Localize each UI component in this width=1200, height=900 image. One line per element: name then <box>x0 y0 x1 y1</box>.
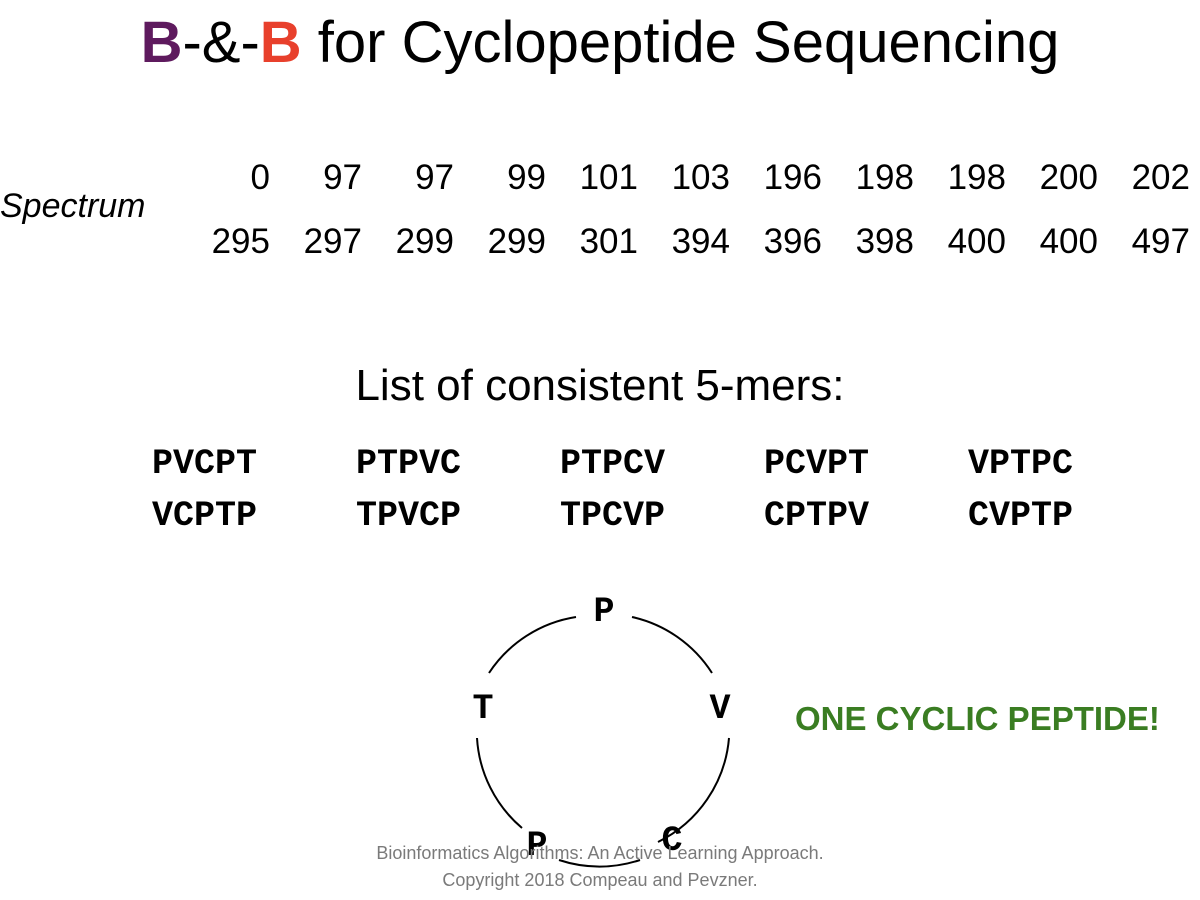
spectrum-value: 400 <box>1039 222 1098 261</box>
spectrum-value: 196 <box>763 158 822 197</box>
cycle-arc <box>631 616 713 674</box>
spectrum-value: 101 <box>579 158 638 197</box>
spectrum-value: 301 <box>579 222 638 261</box>
kmer: VCPTP <box>152 496 258 536</box>
spectrum-value: 295 <box>211 222 270 261</box>
kmer: PTPVC <box>356 444 462 484</box>
slide-title: B-&-B for Cyclopeptide Sequencing <box>0 8 1200 78</box>
spectrum-row-1: 0 97 97 99 101 103 196 198 198 200 202 <box>180 156 1200 200</box>
kmer: TPVCP <box>356 496 462 536</box>
spectrum-value: 394 <box>671 222 730 261</box>
cycle-arc <box>488 616 577 674</box>
spectrum-value: 398 <box>855 222 914 261</box>
kmer-grid: PVCPT PTPVC PTPCV PCVPT VPTPC VCPTP TPVC… <box>152 442 1192 546</box>
spectrum-value: 299 <box>395 222 454 261</box>
title-second-b: B <box>259 10 302 75</box>
spectrum-value: 97 <box>323 158 362 197</box>
spectrum-value: 99 <box>507 158 546 197</box>
spectrum-value: 97 <box>415 158 454 197</box>
title-first-b: B <box>140 10 183 75</box>
spectrum-value: 200 <box>1039 158 1098 197</box>
kmer: VPTPC <box>968 444 1074 484</box>
spectrum-label: Spectrum <box>0 187 146 225</box>
kmer: PTPCV <box>560 444 666 484</box>
kmer: TPCVP <box>560 496 666 536</box>
cycle-node: V <box>709 689 730 729</box>
copyright-footer: Bioinformatics Algorithms: An Active Lea… <box>0 840 1200 894</box>
spectrum-value: 0 <box>250 158 270 197</box>
footer-line-1: Bioinformatics Algorithms: An Active Lea… <box>376 843 824 863</box>
cycle-arc <box>476 737 523 829</box>
kmer: PVCPT <box>152 444 258 484</box>
result-callout: ONE CYCLIC PEPTIDE! <box>795 700 1160 737</box>
spectrum-value: 396 <box>763 222 822 261</box>
kmer: CVPTP <box>968 496 1074 536</box>
spectrum-value: 198 <box>855 158 914 197</box>
cycle-node: C <box>661 821 682 861</box>
footer-line-2: Copyright 2018 Compeau and Pevzner. <box>442 870 758 890</box>
kmer: PCVPT <box>764 444 870 484</box>
title-rest: for Cyclopeptide Sequencing <box>301 10 1060 75</box>
cyclic-peptide-diagram: P V C P T <box>472 592 731 868</box>
spectrum-value: 297 <box>303 222 362 261</box>
cycle-node: P <box>593 592 614 632</box>
spectrum-value: 198 <box>947 158 1006 197</box>
kmer-row-2: VCPTP TPVCP TPCVP CPTPV CVPTP <box>152 494 1192 546</box>
kmer-row-1: PVCPT PTPVC PTPCV PCVPT VPTPC <box>152 442 1192 494</box>
spectrum-value: 202 <box>1131 158 1190 197</box>
cycle-arc <box>558 859 641 868</box>
title-separator: -&- <box>182 10 260 75</box>
spectrum-row-2: 295 297 299 299 301 394 396 398 400 400 … <box>180 220 1200 264</box>
spectrum-value: 103 <box>671 158 730 197</box>
kmer: CPTPV <box>764 496 870 536</box>
cycle-node: P <box>526 826 547 866</box>
cycle-arc <box>657 737 730 843</box>
cycle-node: T <box>472 689 493 729</box>
spectrum-value: 497 <box>1131 222 1190 261</box>
spectrum-value: 299 <box>487 222 546 261</box>
spectrum-value: 400 <box>947 222 1006 261</box>
kmer-list-heading: List of consistent 5-mers: <box>355 361 845 410</box>
